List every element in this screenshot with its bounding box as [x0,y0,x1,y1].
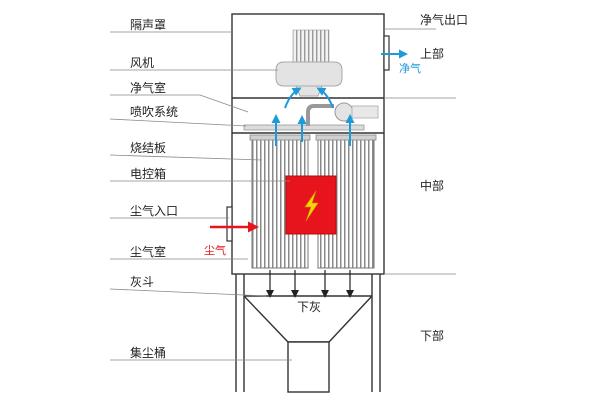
leader-pulse [109,118,247,127]
label-sound-cover: 隔声罩 [130,18,166,32]
air-bag-pipe [306,104,334,126]
pulse-system [243,102,379,131]
label-ash-hopper: 灰斗 [130,275,154,289]
air-tank [351,105,379,119]
label-dust-bin: 集尘桶 [130,345,166,360]
label-control-box: 电控箱 [130,166,166,181]
fan-neck [295,85,323,97]
zone-lines [384,28,456,275]
label-lower: 下部 [420,328,444,343]
leader-sintered [109,154,263,161]
lightning-bolt-icon [304,190,319,222]
label-dust-gas: 尘气 [204,243,226,257]
label-dust-inlet: 尘气入口 [130,203,178,218]
clean-gas-arrows [271,49,408,146]
label-dust-chamber: 尘气室 [130,244,166,259]
label-clean-gas: 净气 [399,61,421,75]
label-pulse-system: 喷吹系统 [130,105,178,119]
label-sintered-plate: 烧结板 [130,141,166,155]
left-leaders [109,31,292,361]
leader-clean-chamber [110,94,249,113]
label-ash-down: 下灰 [297,300,321,314]
inlet-flange [226,206,233,242]
left-labels: 隔声罩 风机 净气室 喷吹系统 烧结板 电控箱 尘气入口 尘气室 灰斗 集尘桶 [130,18,178,360]
clean-arrow-fan-left [284,87,302,109]
housing-main [231,13,385,275]
fan [275,29,343,97]
fan-housing [275,61,343,87]
label-middle: 中部 [420,178,444,193]
dust-bin [287,341,330,393]
filter-right-cap [315,134,377,141]
label-clean-chamber: 净气室 [130,80,166,95]
label-upper: 上部 [420,46,444,61]
ash-down-arrows [266,270,354,298]
clean-arrow-fan-right [316,87,334,109]
leader-hopper [109,288,267,297]
label-fan: 风机 [130,56,154,70]
filter-left-cap [249,134,311,141]
fan-fins [292,29,330,63]
label-clean-outlet: 净气出口 [420,12,468,27]
blowpipe [243,124,365,131]
